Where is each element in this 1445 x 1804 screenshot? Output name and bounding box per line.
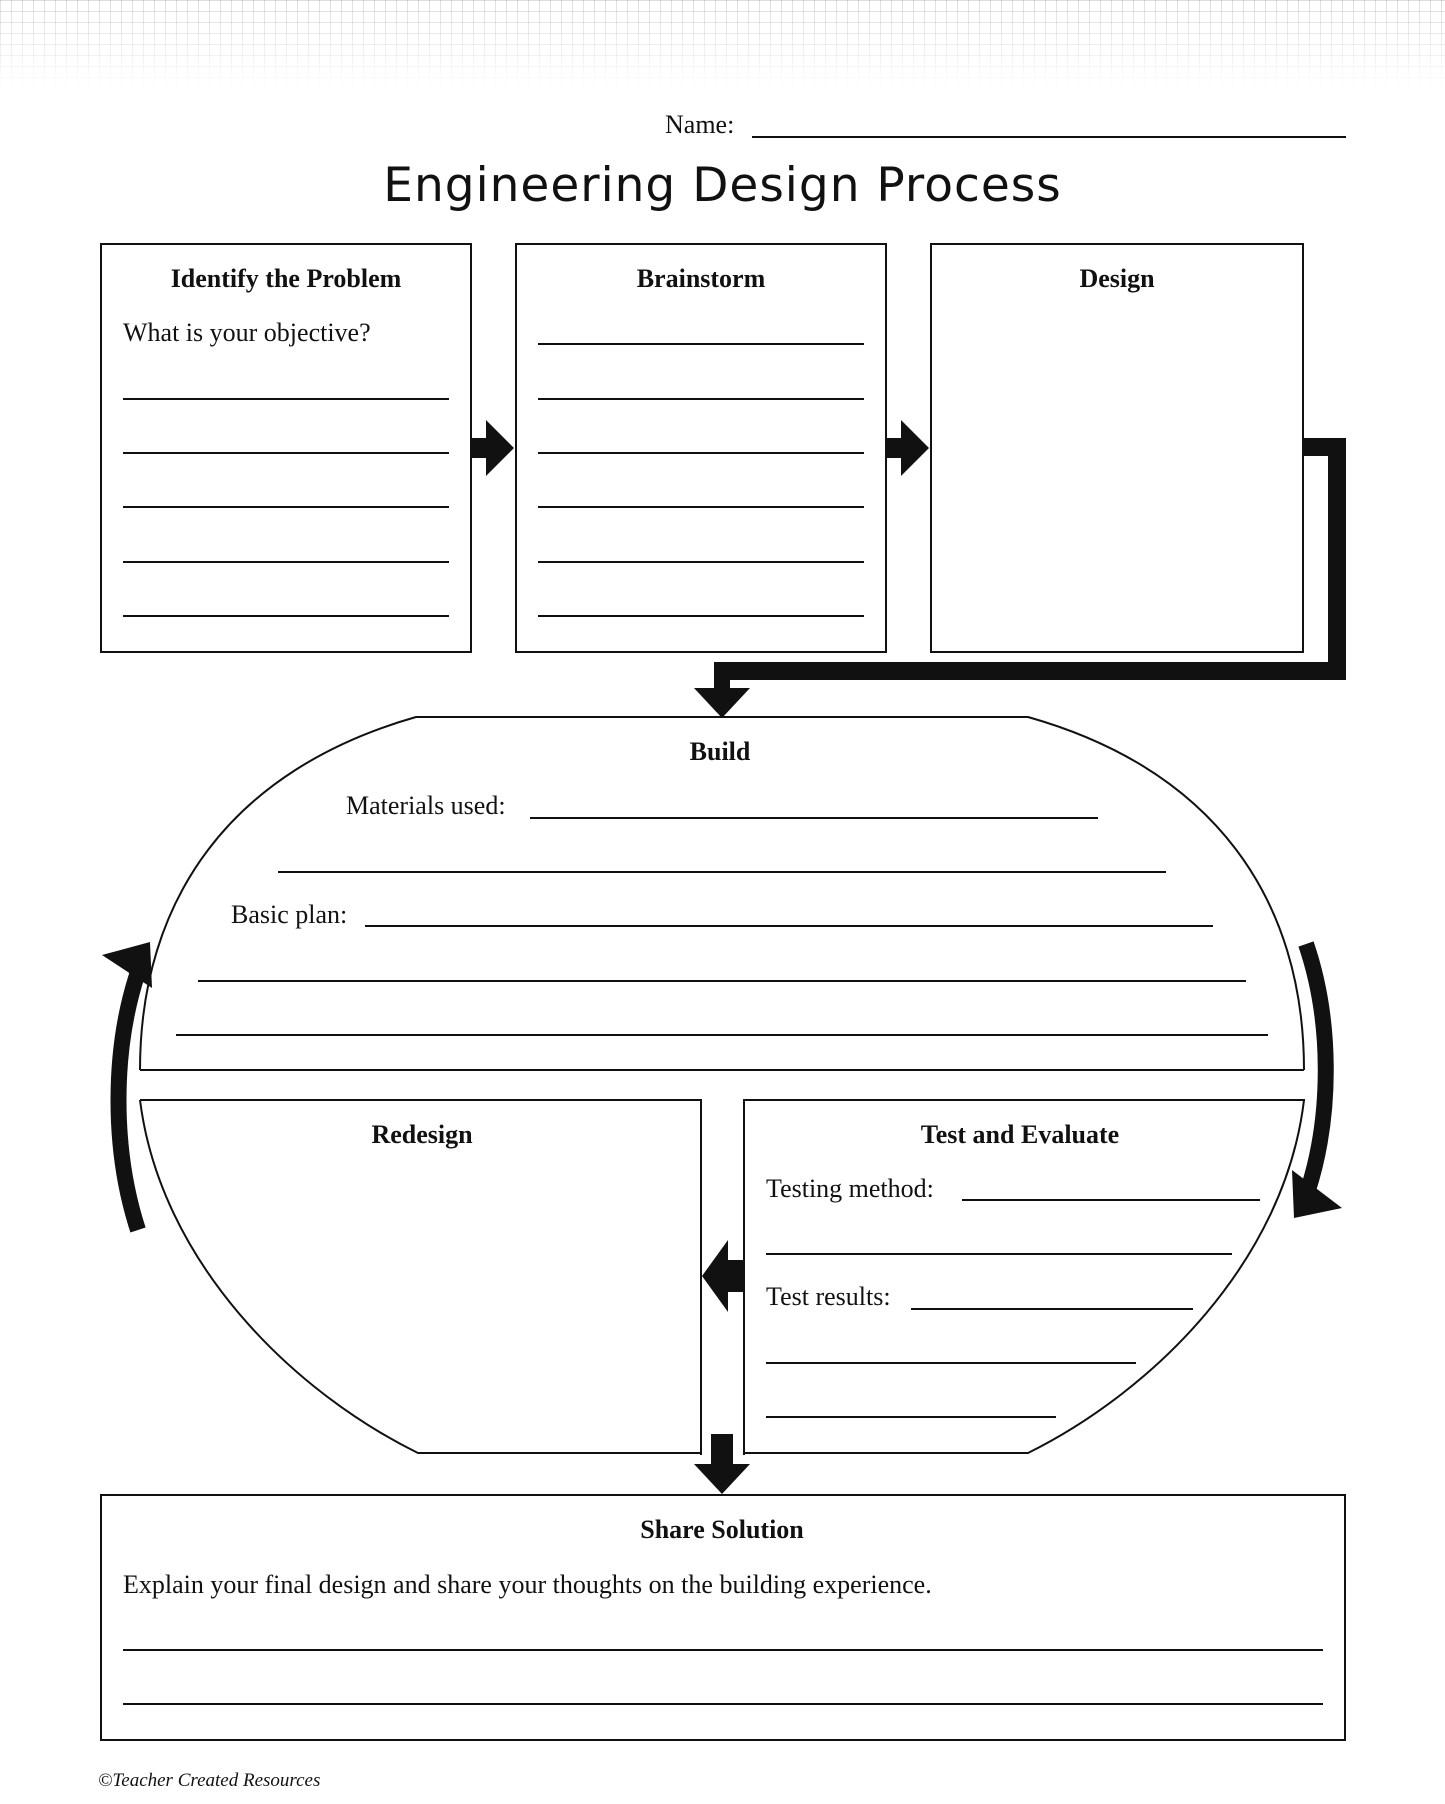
brainstorm-line[interactable] [538, 506, 864, 508]
materials-field[interactable] [530, 817, 1098, 819]
share-solution-line[interactable] [123, 1649, 1323, 1651]
graph-paper-band [0, 0, 1445, 90]
objective-line[interactable] [123, 561, 449, 563]
share-solution-box [100, 1494, 1346, 1741]
build-heading: Build [689, 737, 751, 766]
share-solution-prompt: Explain your final design and share your… [123, 1570, 932, 1599]
objective-line[interactable] [123, 506, 449, 508]
page-title: Engineering Design Process [383, 158, 1062, 213]
brainstorm-line[interactable] [538, 398, 864, 400]
redesign-box[interactable] [140, 1099, 702, 1455]
test-results-field[interactable] [911, 1308, 1193, 1310]
brainstorm-box [515, 243, 887, 653]
basic-plan-field[interactable] [365, 925, 1213, 927]
objective-line[interactable] [123, 452, 449, 454]
objective-prompt: What is your objective? [123, 318, 371, 347]
arrow-right-icon [472, 420, 514, 476]
testing-method-line[interactable] [766, 1253, 1232, 1255]
brainstorm-line[interactable] [538, 615, 864, 617]
brainstorm-line[interactable] [538, 561, 864, 563]
brainstorm-line[interactable] [538, 343, 864, 345]
basic-plan-label: Basic plan: [231, 900, 348, 929]
share-solution-heading: Share Solution [640, 1515, 804, 1544]
arrow-down-icon [694, 1434, 750, 1494]
basic-plan-line[interactable] [176, 1034, 1268, 1036]
brainstorm-heading: Brainstorm [636, 264, 766, 293]
arrow-left-icon [702, 1240, 744, 1312]
objective-line[interactable] [123, 615, 449, 617]
test-results-line[interactable] [766, 1416, 1056, 1418]
redesign-heading: Redesign [371, 1120, 473, 1149]
connector-design-to-build [694, 438, 1346, 718]
cycle-arrow-left-icon [110, 969, 146, 1233]
brainstorm-line[interactable] [538, 452, 864, 454]
basic-plan-line[interactable] [198, 980, 1246, 982]
oval-top-arc [139, 716, 1305, 1071]
test-results-line[interactable] [766, 1362, 1136, 1364]
materials-line[interactable] [278, 871, 1166, 873]
cycle-arrow-right-icon [1298, 941, 1334, 1193]
arrow-right-icon [887, 420, 929, 476]
design-box[interactable] [930, 243, 1304, 653]
name-field[interactable] [752, 136, 1346, 138]
oval-bottom-left-arc [139, 1099, 700, 1454]
design-heading: Design [1079, 264, 1155, 293]
testing-method-label: Testing method: [766, 1174, 934, 1203]
test-evaluate-box [743, 1099, 1305, 1455]
test-evaluate-heading: Test and Evaluate [920, 1120, 1120, 1149]
materials-label: Materials used: [346, 791, 506, 820]
identify-problem-heading: Identify the Problem [170, 264, 402, 293]
test-results-label: Test results: [766, 1282, 891, 1311]
testing-method-field[interactable] [962, 1199, 1260, 1201]
objective-line[interactable] [123, 398, 449, 400]
copyright-footer: ©Teacher Created Resources [98, 1770, 321, 1791]
share-solution-line[interactable] [123, 1703, 1323, 1705]
oval-bottom-right-arc [745, 1099, 1305, 1454]
name-label: Name: [665, 110, 735, 139]
identify-problem-box [100, 243, 472, 653]
